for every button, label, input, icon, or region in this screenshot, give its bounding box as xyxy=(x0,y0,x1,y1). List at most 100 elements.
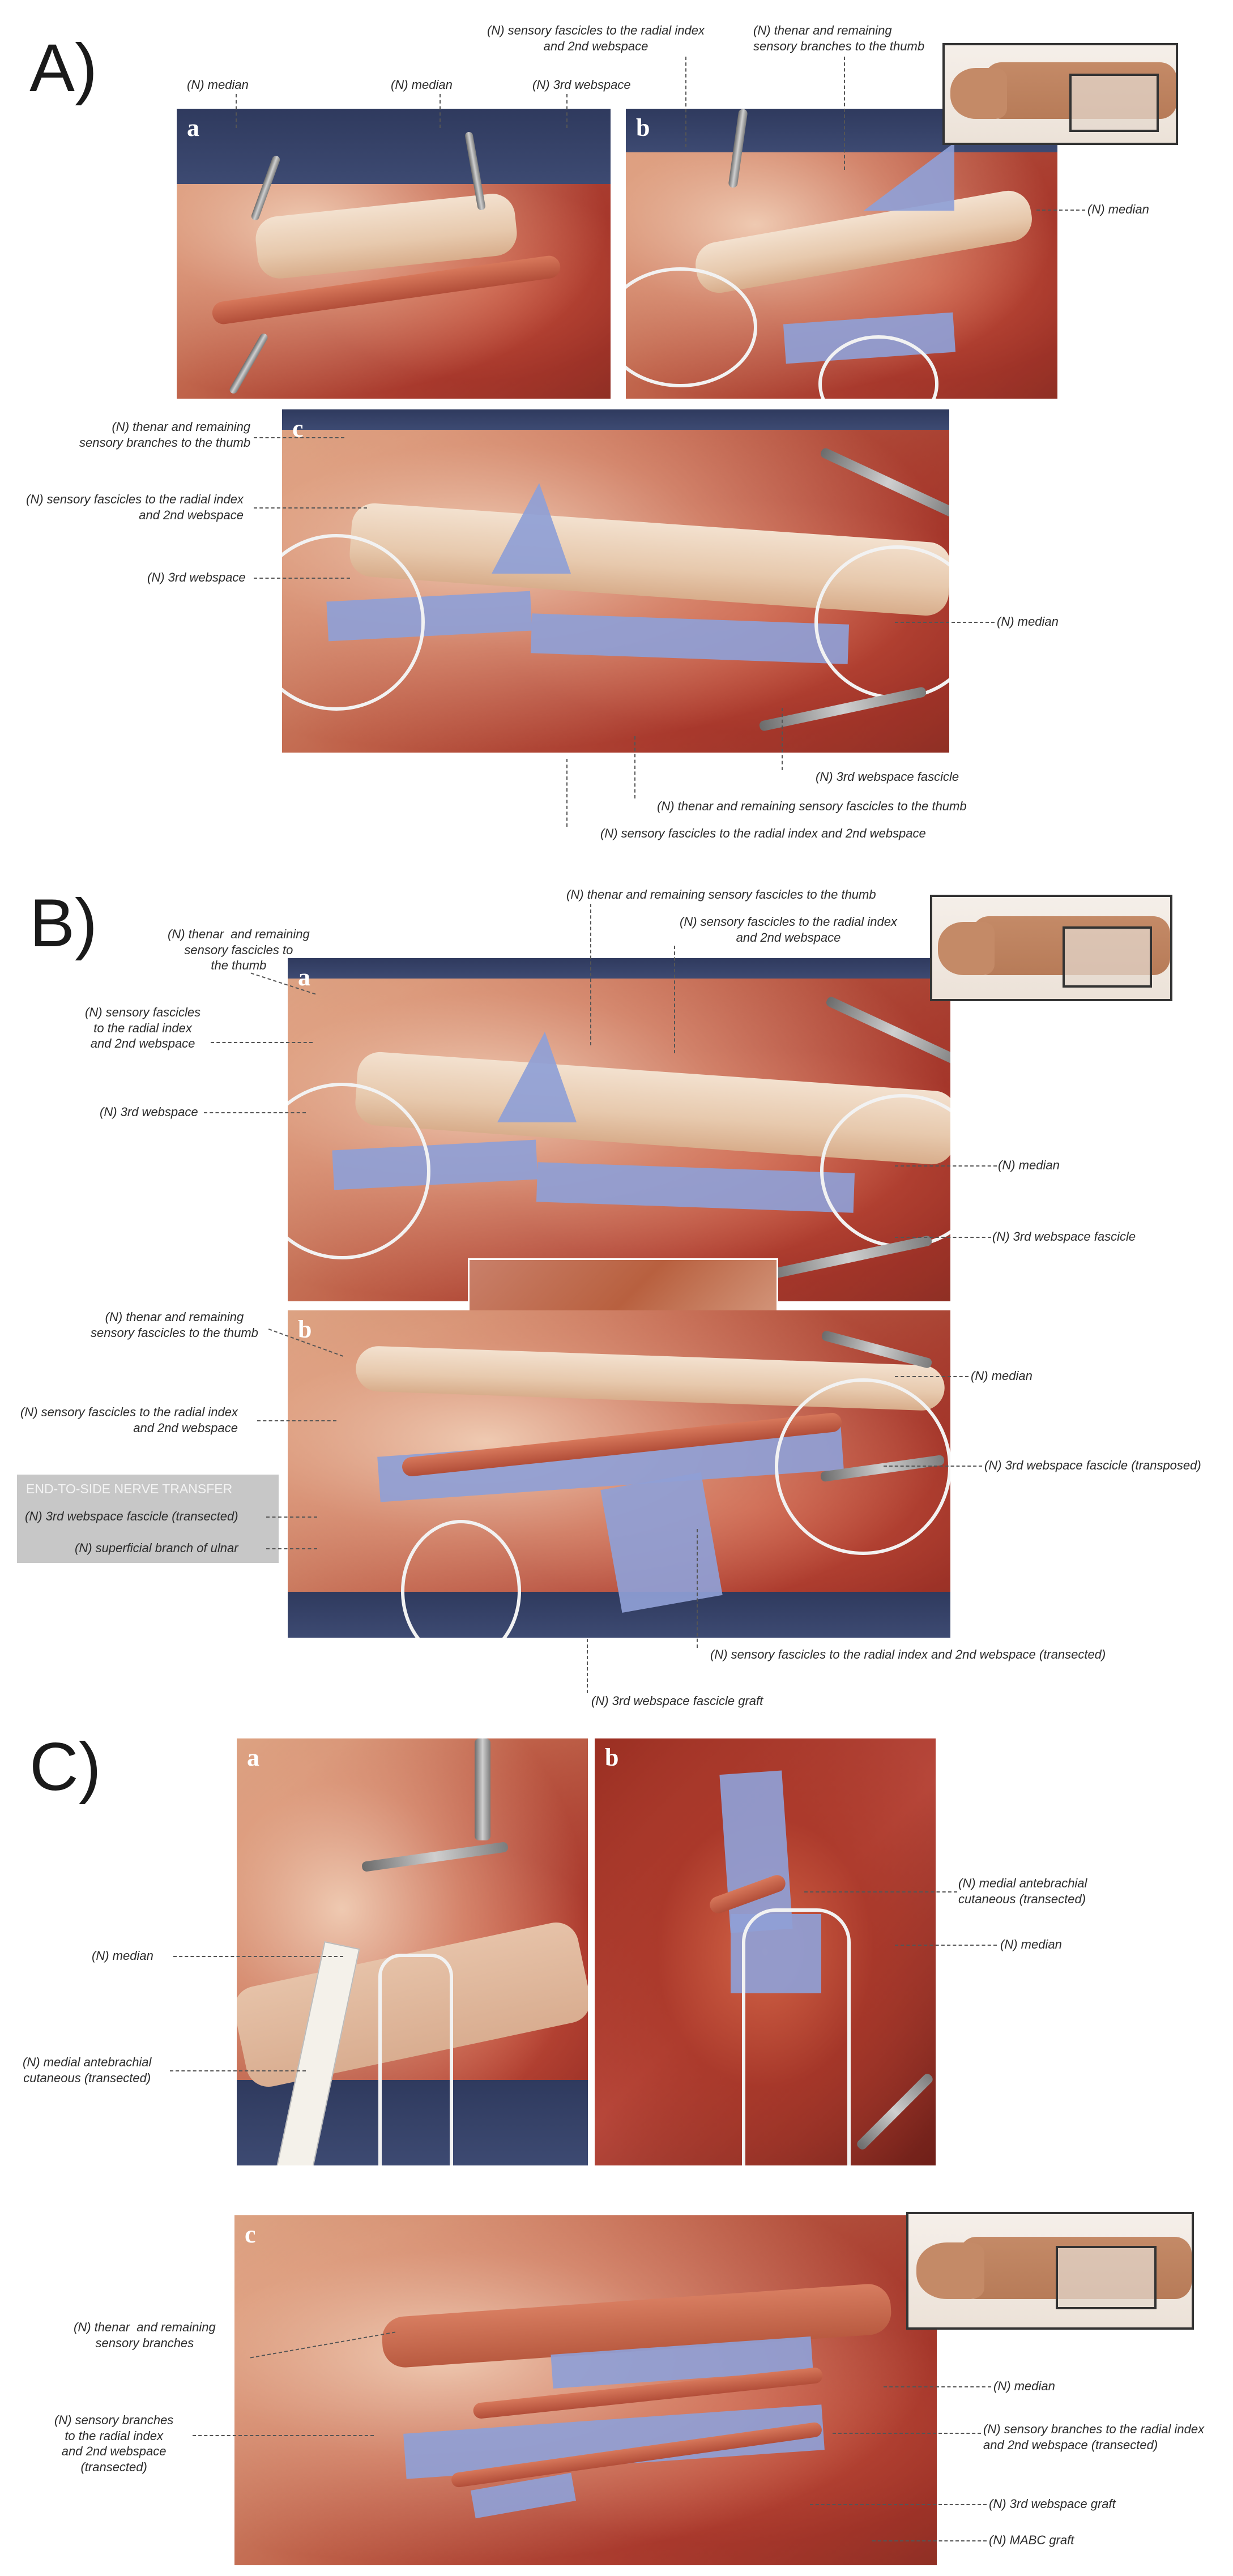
photo-panel-a-c: c xyxy=(282,409,949,753)
label-c-a-mabc: (N) medial antebrachial cutaneous (trans… xyxy=(23,2055,152,2085)
leader-line xyxy=(685,57,686,147)
leader-line xyxy=(566,94,568,128)
leader-line xyxy=(170,2070,306,2071)
label-c-c-sensory-right: (N) sensory branches to the radial index… xyxy=(983,2422,1205,2452)
leader-line xyxy=(674,946,675,1053)
label-a-c-thenar: (N) thenar and remaining sensory branche… xyxy=(79,420,251,450)
panel-letter-a: a xyxy=(298,963,310,991)
label-b-b-median: (N) median xyxy=(971,1369,1033,1383)
label-a-c-3rd-webspace: (N) 3rd webspace xyxy=(147,570,246,584)
label-c-c-median: (N) median xyxy=(993,2379,1055,2393)
label-a-b-median: (N) median xyxy=(1087,202,1149,216)
label-c-c-3rd-graft: (N) 3rd webspace graft xyxy=(989,2497,1116,2511)
label-b-b-3rd-transected: (N) 3rd webspace fascicle (transected) xyxy=(25,1509,238,1523)
label-a-c-median: (N) median xyxy=(997,614,1059,629)
label-b-a-3rd-webspace: (N) 3rd webspace xyxy=(100,1105,198,1119)
label-c-c-thenar: (N) thenar and remaining sensory branche… xyxy=(74,2320,216,2350)
photo-panel-a-b: b xyxy=(626,109,1057,399)
leader-line xyxy=(266,1516,317,1518)
label-b-b-thenar: (N) thenar and remaining sensory fascicl… xyxy=(91,1310,258,1340)
leader-line xyxy=(810,2504,987,2505)
section-label-c: C) xyxy=(29,1729,101,1805)
photo-panel-a-a: a xyxy=(177,109,611,399)
label-a-b-sensory: (N) sensory fascicles to the radial inde… xyxy=(487,23,705,53)
label-a-b-thenar: (N) thenar and remaining sensory branche… xyxy=(753,23,925,53)
leader-line xyxy=(257,1420,336,1421)
label-a-c-3rd-fascicle: (N) 3rd webspace fascicle xyxy=(816,770,959,784)
label-a-c-sensory-bottom: (N) sensory fascicles to the radial inde… xyxy=(600,826,926,840)
leader-line xyxy=(872,2540,987,2541)
leader-line xyxy=(884,1466,982,1467)
leader-line xyxy=(236,94,237,128)
leader-line xyxy=(844,57,845,170)
label-b-a-median: (N) median xyxy=(998,1158,1060,1172)
leader-line xyxy=(173,1956,343,1957)
label-b-b-sensory-transected: (N) sensory fascicles to the radial inde… xyxy=(710,1647,1106,1661)
label-c-b-median: (N) median xyxy=(1000,1937,1062,1951)
label-b-a-thenar-left: (N) thenar and remaining sensory fascicl… xyxy=(168,927,310,972)
leader-line xyxy=(193,2435,374,2436)
incision-box xyxy=(1056,2246,1157,2309)
leader-line xyxy=(566,759,568,827)
label-b-b-ulnar: (N) superficial branch of ulnar xyxy=(75,1541,238,1555)
section-label-b: B) xyxy=(29,885,97,961)
photo-panel-c-c: c xyxy=(234,2215,937,2565)
label-c-b-mabc: (N) medial antebrachial cutaneous (trans… xyxy=(958,1876,1087,1906)
leader-line xyxy=(590,904,591,1045)
label-b-a-3rd-fascicle: (N) 3rd webspace fascicle xyxy=(992,1229,1136,1244)
leader-line xyxy=(266,1548,317,1549)
leader-line xyxy=(211,1042,313,1043)
leader-line xyxy=(804,1891,957,1893)
leader-line xyxy=(254,437,344,438)
orientation-inset-b xyxy=(930,895,1172,1001)
label-b-a-sensory-top: (N) sensory fascicles to the radial inde… xyxy=(680,915,897,945)
end-to-side-transfer-box: END-TO-SIDE NERVE TRANSFER xyxy=(17,1475,279,1563)
label-a-a-median-left: (N) median xyxy=(187,78,249,92)
label-a-a-3rd-webspace: (N) 3rd webspace xyxy=(532,78,631,92)
label-a-c-thenar-fascicles: (N) thenar and remaining sensory fascicl… xyxy=(657,799,967,813)
label-a-a-median-right: (N) median xyxy=(391,78,453,92)
panel-letter-b: b xyxy=(298,1315,312,1343)
label-b-b-3rd-transposed: (N) 3rd webspace fascicle (transposed) xyxy=(984,1458,1201,1472)
leader-line xyxy=(1036,210,1085,211)
leader-line xyxy=(782,708,783,770)
leader-line xyxy=(634,736,635,798)
leader-line xyxy=(895,1165,997,1167)
label-b-b-sensory: (N) sensory fascicles to the radial inde… xyxy=(20,1405,238,1435)
photo-panel-b-b: b xyxy=(288,1310,950,1638)
leader-line xyxy=(833,2433,981,2434)
incision-box xyxy=(1063,926,1152,988)
leader-line xyxy=(895,1376,969,1377)
label-b-b-graft: (N) 3rd webspace fascicle graft xyxy=(591,1694,763,1708)
panel-letter-a: a xyxy=(187,114,199,142)
leader-line xyxy=(204,1112,306,1113)
panel-letter-c: c xyxy=(245,2220,256,2248)
label-c-c-mabc-graft: (N) MABC graft xyxy=(989,2533,1074,2547)
leader-line xyxy=(697,1529,698,1648)
label-b-a-sensory-left: (N) sensory fascicles to the radial inde… xyxy=(85,1005,201,1050)
panel-letter-a: a xyxy=(247,1744,259,1771)
leader-line xyxy=(254,578,350,579)
leader-line xyxy=(884,2386,991,2387)
label-b-a-thenar-top: (N) thenar and remaining sensory fascicl… xyxy=(566,887,876,902)
leader-line xyxy=(895,1237,991,1238)
photo-panel-b-a: a xyxy=(288,958,950,1301)
leader-line xyxy=(440,94,441,128)
incision-box xyxy=(1069,74,1159,132)
leader-line xyxy=(895,1945,997,1946)
label-c-c-sensory: (N) sensory branches to the radial index… xyxy=(54,2413,174,2474)
orientation-inset-a xyxy=(942,43,1178,145)
leader-line xyxy=(254,507,367,509)
label-c-a-median: (N) median xyxy=(92,1949,153,1963)
section-label-a: A) xyxy=(29,30,97,106)
orientation-inset-c xyxy=(906,2212,1194,2330)
panel-letter-b: b xyxy=(605,1744,619,1771)
photo-panel-c-a: a xyxy=(237,1738,588,2165)
box-title: END-TO-SIDE NERVE TRANSFER xyxy=(26,1481,233,1496)
photo-panel-c-b: b xyxy=(595,1738,936,2165)
label-a-c-sensory: (N) sensory fascicles to the radial inde… xyxy=(26,492,244,522)
panel-letter-c: c xyxy=(292,415,304,442)
panel-letter-b: b xyxy=(636,114,650,142)
leader-line xyxy=(895,622,995,623)
leader-line xyxy=(587,1639,588,1693)
